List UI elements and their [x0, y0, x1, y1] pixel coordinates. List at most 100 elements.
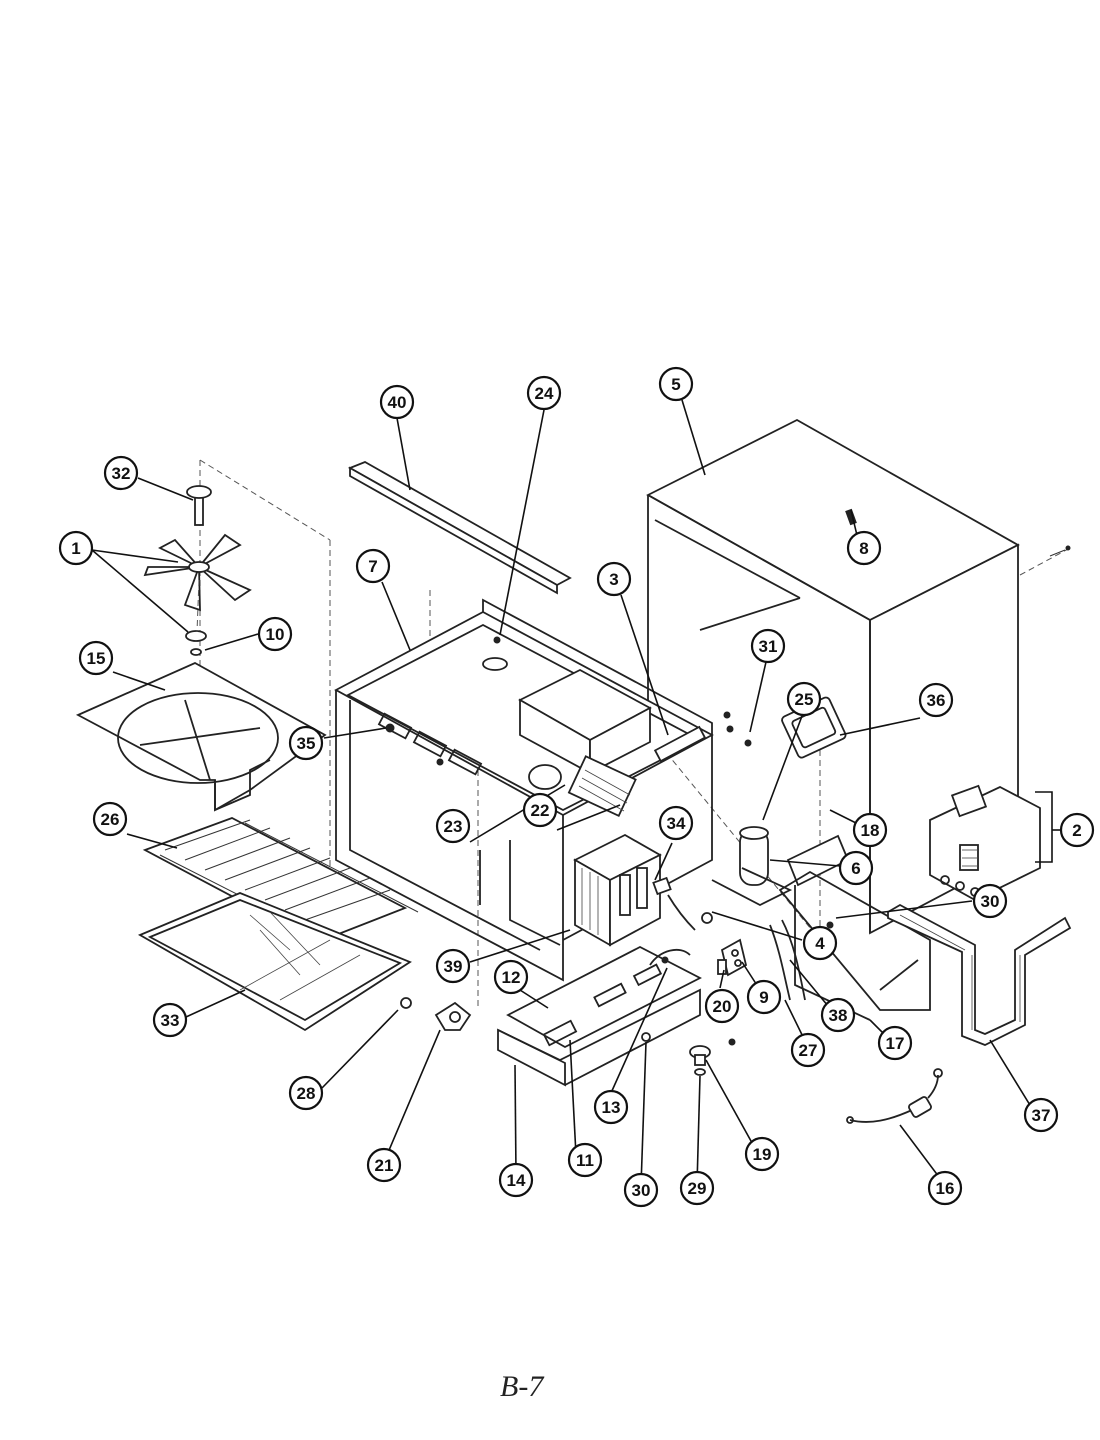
- callout-18: 18: [852, 812, 888, 848]
- callout-6: 6: [838, 850, 874, 886]
- svg-text:5: 5: [671, 375, 680, 394]
- svg-text:34: 34: [667, 814, 686, 833]
- svg-text:39: 39: [444, 957, 463, 976]
- svg-text:1: 1: [71, 539, 80, 558]
- callout-10: 10: [257, 616, 293, 652]
- callouts: 40 24 5 32 1 10 7 3 8 15 31 25 36 35 2 2…: [58, 366, 1095, 1208]
- callout-2: 2: [1059, 812, 1095, 848]
- svg-text:25: 25: [795, 690, 814, 709]
- callout-9: 9: [746, 979, 782, 1015]
- svg-text:35: 35: [297, 734, 316, 753]
- svg-text:20: 20: [713, 997, 732, 1016]
- svg-text:21: 21: [375, 1156, 394, 1175]
- callout-26: 26: [92, 801, 128, 837]
- parts-drawing: [75, 418, 1072, 1124]
- part-fan-cover: [75, 661, 327, 812]
- part-wire-lead: [846, 1068, 943, 1124]
- part-switch-bracket: [717, 938, 748, 977]
- svg-text:6: 6: [851, 859, 860, 878]
- svg-text:28: 28: [297, 1084, 316, 1103]
- callout-5: 5: [658, 366, 694, 402]
- svg-text:32: 32: [112, 464, 131, 483]
- callout-3: 3: [596, 561, 632, 597]
- svg-text:18: 18: [861, 821, 880, 840]
- svg-text:23: 23: [444, 817, 463, 836]
- svg-text:31: 31: [759, 637, 778, 656]
- callout-39: 39: [435, 948, 471, 984]
- part-capacitor: [711, 826, 793, 907]
- callout-38: 38: [820, 997, 856, 1033]
- svg-text:30: 30: [632, 1181, 651, 1200]
- callout-4: 4: [802, 925, 838, 961]
- callout-31: 31: [750, 628, 786, 664]
- callout-30-upper: 30: [972, 883, 1008, 919]
- part-feet: [689, 1045, 711, 1076]
- callout-11: 11: [567, 1142, 603, 1178]
- callout-21: 21: [366, 1147, 402, 1183]
- callout-16: 16: [927, 1170, 963, 1206]
- svg-text:29: 29: [688, 1179, 707, 1198]
- svg-text:10: 10: [266, 625, 285, 644]
- callout-37: 37: [1023, 1097, 1059, 1133]
- callout-13: 13: [593, 1089, 629, 1125]
- svg-text:15: 15: [87, 649, 106, 668]
- callout-15: 15: [78, 640, 114, 676]
- callout-25: 25: [786, 681, 822, 717]
- svg-text:37: 37: [1032, 1106, 1051, 1125]
- svg-text:36: 36: [927, 691, 946, 710]
- svg-text:16: 16: [936, 1179, 955, 1198]
- svg-text:38: 38: [829, 1006, 848, 1025]
- part-base-tray: [497, 945, 736, 1087]
- svg-text:19: 19: [753, 1145, 772, 1164]
- callout-7: 7: [355, 548, 391, 584]
- svg-text:11: 11: [576, 1151, 594, 1170]
- callout-27: 27: [790, 1032, 826, 1068]
- svg-text:26: 26: [101, 810, 120, 829]
- svg-text:14: 14: [507, 1171, 526, 1190]
- part-covers: [781, 696, 850, 887]
- callout-23: 23: [435, 808, 471, 844]
- callout-20: 20: [704, 988, 740, 1024]
- callout-35: 35: [288, 725, 324, 761]
- part-wiring: [652, 876, 806, 1001]
- callout-12: 12: [493, 959, 529, 995]
- callout-1: 1: [58, 530, 94, 566]
- svg-text:22: 22: [531, 801, 550, 820]
- svg-text:9: 9: [759, 988, 768, 1007]
- part-fan-assembly: [143, 485, 252, 656]
- svg-text:33: 33: [161, 1011, 180, 1030]
- svg-text:30: 30: [981, 892, 1000, 911]
- callout-24: 24: [526, 375, 562, 411]
- callout-19: 19: [744, 1136, 780, 1172]
- part-oven-cavity: [334, 598, 752, 982]
- svg-text:7: 7: [368, 557, 377, 576]
- callout-34: 34: [658, 805, 694, 841]
- svg-text:40: 40: [388, 393, 407, 412]
- part-small-hardware: [385, 723, 472, 1031]
- svg-text:2: 2: [1072, 821, 1081, 840]
- svg-text:27: 27: [799, 1041, 818, 1060]
- callout-22: 22: [522, 792, 558, 828]
- part-glass-tray: [137, 892, 412, 1032]
- svg-text:3: 3: [609, 570, 618, 589]
- svg-text:8: 8: [859, 539, 868, 558]
- callout-40: 40: [379, 384, 415, 420]
- callout-28: 28: [288, 1075, 324, 1111]
- callout-30-lower: 30: [623, 1172, 659, 1208]
- callout-32: 32: [103, 455, 139, 491]
- svg-text:12: 12: [502, 968, 521, 987]
- svg-text:17: 17: [886, 1034, 905, 1053]
- callout-29: 29: [679, 1170, 715, 1206]
- svg-text:13: 13: [602, 1098, 621, 1117]
- page-number-label: B-7: [500, 1370, 544, 1403]
- callout-33: 33: [152, 1002, 188, 1038]
- callout-8: 8: [846, 530, 882, 566]
- part-control-assembly: [929, 784, 1041, 902]
- callout-17: 17: [877, 1025, 913, 1061]
- callout-36: 36: [918, 682, 954, 718]
- part-seal-strip: [887, 903, 1072, 1046]
- svg-text:4: 4: [815, 934, 825, 953]
- callout-14: 14: [498, 1162, 534, 1198]
- svg-text:24: 24: [535, 384, 554, 403]
